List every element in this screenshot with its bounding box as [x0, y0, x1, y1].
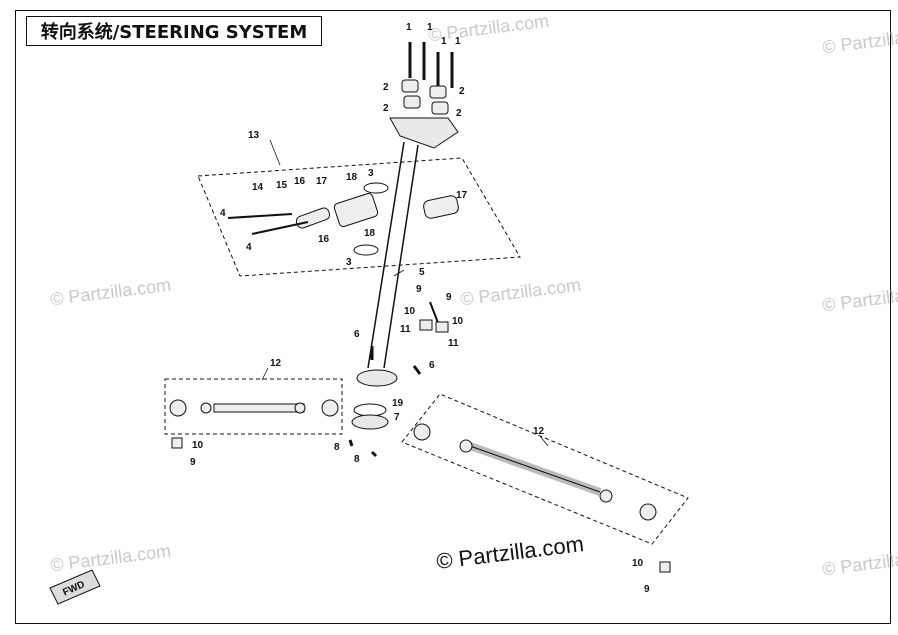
- callout: 19: [392, 398, 404, 409]
- callout: 5: [419, 267, 425, 278]
- callout: 12: [270, 358, 282, 369]
- callout: 1: [427, 22, 433, 33]
- fwd-arrow-icon: [49, 569, 101, 605]
- callout: 1: [406, 22, 412, 33]
- bushing: [353, 403, 387, 417]
- callout: 10: [404, 306, 416, 317]
- lower-bearing-housing: [356, 369, 398, 387]
- bolt: [412, 365, 422, 375]
- group-box-12-left: [164, 378, 343, 435]
- callout: 10: [192, 440, 204, 451]
- callout: 18: [346, 172, 358, 183]
- callout: 12: [533, 426, 545, 437]
- page-title: 转向系统/STEERING SYSTEM: [26, 16, 322, 46]
- callout: 8: [334, 442, 340, 453]
- callout: 7: [394, 412, 400, 423]
- callout: 2: [383, 103, 389, 114]
- bolt: [227, 213, 293, 219]
- callout: 2: [459, 86, 465, 97]
- callout: 17: [456, 190, 468, 201]
- callout: 17: [316, 176, 328, 187]
- callout-labels: 1 1 1 1 2 2 2 2 13 3 3 4 4 14 15 16 16 1…: [61, 22, 650, 598]
- callout: 1: [455, 36, 461, 47]
- callout: 15: [276, 180, 288, 191]
- callout: 9: [190, 457, 196, 468]
- cotter-pin: [370, 450, 378, 458]
- castle-nut: [435, 321, 449, 333]
- castle-nut: [659, 561, 671, 573]
- handlebar-clamp: [431, 101, 449, 115]
- callout: 16: [318, 234, 330, 245]
- callout: 16: [294, 176, 306, 187]
- callout: 9: [416, 284, 422, 295]
- callout: 6: [429, 360, 435, 371]
- o-ring: [353, 244, 379, 256]
- callout: 4: [246, 242, 252, 253]
- bearing-block: [333, 192, 379, 228]
- tie-rod-shaft: [213, 403, 305, 413]
- handlebar-clamp: [403, 95, 421, 109]
- steering-column-right-edge: [383, 144, 419, 369]
- callout: 18: [364, 228, 376, 239]
- o-ring: [363, 182, 389, 194]
- group-box-13: [197, 157, 521, 277]
- callout: 11: [448, 338, 459, 349]
- callout: 10: [632, 558, 644, 569]
- jam-nut: [599, 489, 613, 503]
- callout: 3: [368, 168, 374, 179]
- bearing-cap: [423, 195, 459, 219]
- callout: 2: [456, 108, 462, 119]
- lower-bearing: [351, 414, 389, 430]
- callout: 11: [400, 324, 411, 335]
- tie-rod-end: [321, 399, 339, 417]
- diagram-frame: [15, 10, 891, 624]
- callout: 8: [354, 454, 360, 465]
- callout: 9: [644, 584, 650, 595]
- callout: 6: [354, 329, 360, 340]
- callout: 3: [346, 257, 352, 268]
- handlebar-mount-plate: [389, 117, 459, 149]
- tie-rod-end: [639, 503, 657, 521]
- callout: 1: [441, 36, 447, 47]
- handlebar-clamp: [401, 79, 419, 93]
- callout: 10: [452, 316, 464, 327]
- callout: 9: [446, 292, 452, 303]
- callout: 14: [252, 182, 264, 193]
- callout: 2: [383, 82, 389, 93]
- group-box-12-right: [401, 393, 689, 545]
- handlebar-clamp: [429, 85, 447, 99]
- cotter-pin: [348, 439, 354, 447]
- castle-nut: [419, 319, 433, 331]
- bolt: [251, 221, 309, 235]
- jam-nut: [294, 402, 306, 414]
- steering-column-left-edge: [367, 141, 405, 369]
- tie-rod-shaft-outline: [469, 445, 601, 493]
- tie-rod-end: [413, 423, 431, 441]
- callout: 4: [220, 208, 226, 219]
- tie-rod-end: [169, 399, 187, 417]
- bushing: [295, 207, 331, 229]
- castle-nut: [171, 437, 183, 449]
- callout: 13: [248, 130, 260, 141]
- jam-nut: [200, 402, 212, 414]
- jam-nut: [459, 439, 473, 453]
